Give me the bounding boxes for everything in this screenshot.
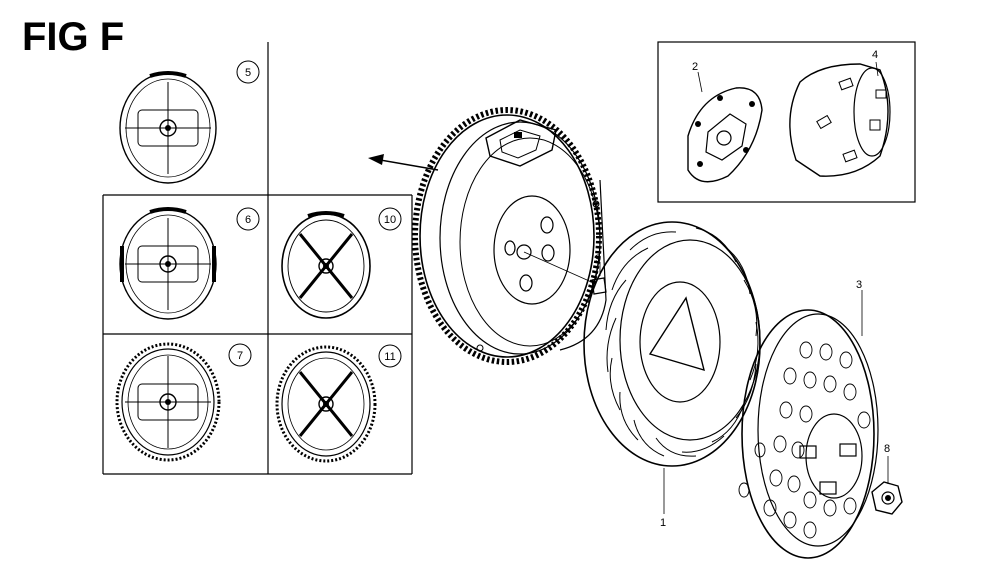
- part-label-4: 4: [872, 49, 878, 61]
- callout-6: 6: [245, 214, 251, 226]
- part-label-8: 8: [884, 443, 890, 455]
- flywheel-variant-6: 6: [119, 207, 260, 320]
- kit-box: [657, 41, 916, 203]
- part-3-screen: 3: [738, 279, 879, 559]
- part-1-fan: 1: [583, 221, 761, 529]
- callout-7: 7: [237, 350, 243, 362]
- part-8-nut: 8: [871, 443, 903, 515]
- part-label-9: 9: [595, 253, 601, 265]
- callout-5: 5: [245, 67, 251, 79]
- flywheel-variant-7: 7: [115, 342, 252, 462]
- direction-arrow: [368, 154, 439, 171]
- variant-panel: [102, 42, 413, 475]
- main-flywheel: [412, 107, 607, 365]
- part-4-cup: 4: [789, 49, 891, 177]
- flywheel-variant-11: 11: [275, 344, 402, 463]
- part-label-1: 1: [660, 517, 666, 529]
- flywheel-variant-10: 10: [281, 207, 402, 319]
- part-2-plate: 2: [687, 61, 763, 183]
- flywheel-variant-5: 5: [119, 60, 260, 184]
- figure-title: FIG F: [22, 15, 124, 59]
- part-label-2: 2: [692, 61, 698, 73]
- callout-10: 10: [384, 214, 396, 226]
- part-label-3: 3: [856, 279, 862, 291]
- callout-11: 11: [384, 351, 395, 363]
